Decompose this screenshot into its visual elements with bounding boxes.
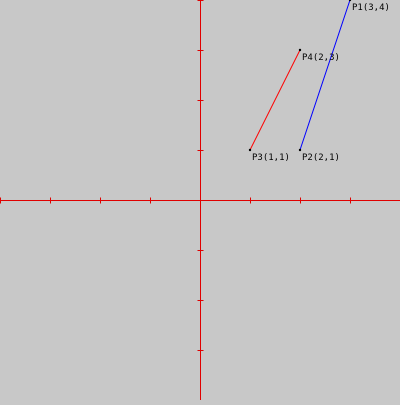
points-group: P1(3,4) P2(2,1) P3(1,1) P4(2,3) bbox=[248, 0, 390, 163]
point-label-p1: P1(3,4) bbox=[352, 3, 390, 13]
segment-p1-p2 bbox=[299, 0, 351, 151]
point-label-p2: P2(2,1) bbox=[302, 153, 340, 163]
point-p4 bbox=[298, 48, 302, 52]
point-p2 bbox=[298, 148, 302, 152]
point-label-p4: P4(2,3) bbox=[302, 53, 340, 63]
point-p1 bbox=[348, 0, 352, 2]
segments-group bbox=[249, 0, 351, 151]
point-p3 bbox=[248, 148, 252, 152]
point-label-p3: P3(1,1) bbox=[252, 153, 290, 163]
segment-p3-p4 bbox=[249, 49, 301, 151]
